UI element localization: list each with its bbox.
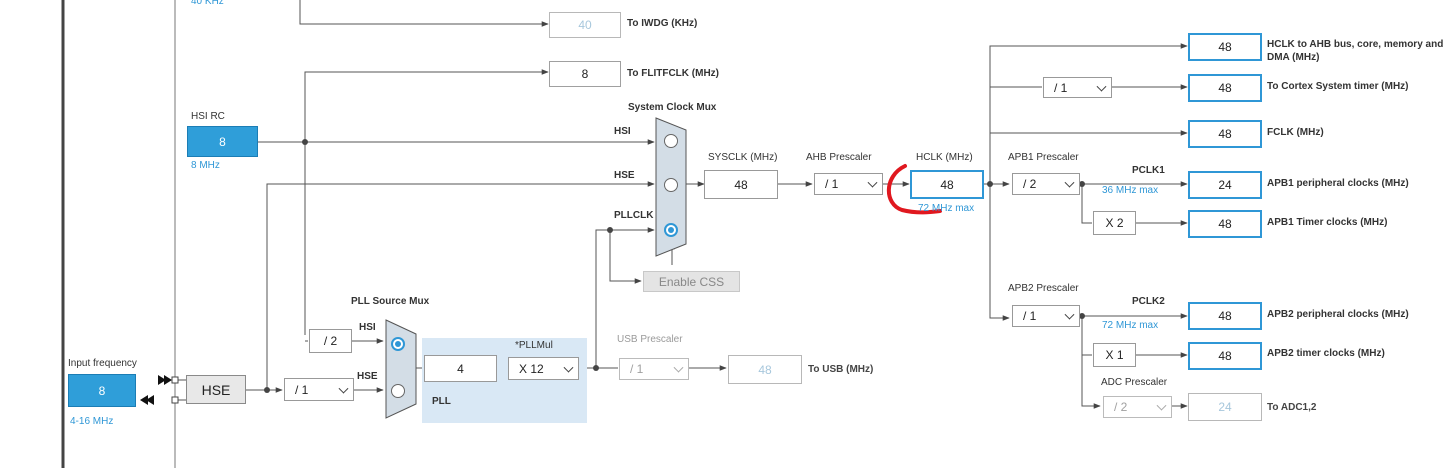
hclk-ahb-label: HCLK to AHB bus, core, memory and DMA (M… (1267, 39, 1444, 63)
enable-css-button[interactable]: Enable CSS (643, 271, 740, 292)
sysclk-value[interactable]: 48 (704, 170, 778, 199)
system-clock-mux-title: System Clock Mux (628, 102, 717, 113)
apb1-prescaler-value: / 2 (1023, 177, 1037, 191)
pll-mul-dropdown[interactable]: X 12 (508, 357, 579, 380)
apb2-timer-label: APB2 timer clocks (MHz) (1267, 348, 1385, 359)
adc-clock-label: To ADC1,2 (1267, 402, 1317, 413)
usb-clock-value[interactable]: 48 (728, 355, 802, 384)
cortex-divider-dropdown[interactable]: / 1 (1043, 77, 1112, 98)
pll-source-hse-radio[interactable] (391, 384, 405, 398)
ahb-prescaler-value: / 1 (825, 177, 839, 191)
pclk1-label: PCLK1 (1132, 165, 1165, 176)
pll-source-hsi-radio[interactable] (391, 337, 405, 351)
chevron-down-icon (1156, 400, 1167, 411)
cortex-divider-value: / 1 (1054, 80, 1068, 95)
ahb-prescaler-dropdown[interactable]: / 1 (814, 173, 883, 195)
apb2-max-label: 72 MHz max (1102, 320, 1159, 331)
usb-clock-label: To USB (MHz) (808, 364, 874, 375)
sysmux-hse-label: HSE (614, 170, 635, 181)
input-frequency-range: 4-16 MHz (70, 416, 114, 427)
apb1-prescaler-dropdown[interactable]: / 2 (1012, 173, 1080, 195)
hsi-rc-title: HSI RC (191, 111, 225, 122)
pll-source-hsi-label: HSI (359, 322, 376, 333)
apb2-prescaler-dropdown[interactable]: / 1 (1012, 305, 1080, 327)
sysmux-pllclk-radio[interactable] (664, 223, 678, 237)
apb1-max-label: 36 MHz max (1102, 185, 1159, 196)
hclk-title: HCLK (MHz) (916, 152, 973, 163)
apb2-prescaler-value: / 1 (1023, 309, 1037, 323)
input-frequency-title: Input frequency (68, 358, 137, 369)
fclk-value[interactable]: 48 (1188, 120, 1262, 148)
red-annotation-mark (886, 164, 942, 215)
ahb-prescaler-title: AHB Prescaler (806, 152, 872, 163)
adc-prescaler-dropdown[interactable]: / 2 (1103, 396, 1172, 418)
hse-divider-value: / 1 (295, 382, 309, 397)
apb2-prescaler-title: APB2 Prescaler (1008, 283, 1079, 294)
sysmux-hse-radio[interactable] (664, 178, 678, 192)
chevron-down-icon (563, 362, 574, 373)
chevron-down-icon (338, 383, 349, 394)
pclk2-label: PCLK2 (1132, 296, 1165, 307)
apb1-timer-label: APB1 Timer clocks (MHz) (1267, 217, 1388, 228)
sysmux-pllclk-label: PLLCLK (614, 210, 654, 221)
cortex-timer-value[interactable]: 48 (1188, 74, 1262, 102)
apb2-periph-label: APB2 peripheral clocks (MHz) (1267, 309, 1409, 320)
hse-block[interactable]: HSE (186, 375, 246, 404)
apb1-prescaler-title: APB1 Prescaler (1008, 152, 1079, 163)
sysmux-hsi-radio[interactable] (664, 134, 678, 148)
fclk-label: FCLK (MHz) (1267, 127, 1324, 138)
hsi-freq-label: 8 MHz (191, 160, 220, 171)
adc-clock-value[interactable]: 24 (1188, 393, 1262, 421)
pll-source-mux-title: PLL Source Mux (351, 296, 430, 307)
hse-divider-dropdown[interactable]: / 1 (284, 378, 354, 401)
hclk-value[interactable]: 48 (910, 170, 984, 199)
chevron-down-icon (867, 177, 878, 188)
hsi-rc-value[interactable]: 8 (187, 126, 258, 157)
apb1-periph-value[interactable]: 24 (1188, 171, 1262, 199)
pll-input-value[interactable]: 4 (424, 355, 497, 382)
hclk-max-label: 72 MHz max (918, 203, 975, 214)
iwdg-value[interactable]: 40 (549, 12, 621, 38)
apb1-periph-label: APB1 peripheral clocks (MHz) (1267, 178, 1409, 189)
apb2-timer-mul: X 1 (1093, 343, 1136, 367)
chevron-down-icon (673, 362, 684, 373)
adc-prescaler-value: / 2 (1114, 400, 1128, 414)
usb-prescaler-dropdown[interactable]: / 1 (619, 358, 689, 380)
hclk-ahb-value[interactable]: 48 (1188, 33, 1262, 61)
cortex-timer-label: To Cortex System timer (MHz) (1267, 81, 1409, 92)
apb2-periph-value[interactable]: 48 (1188, 302, 1262, 330)
pll-label: PLL (432, 396, 451, 407)
flitfclk-label: To FLITFCLK (MHz) (627, 68, 720, 79)
pll-mul-title: *PLLMul (515, 340, 553, 351)
pll-mul-value: X 12 (519, 361, 544, 376)
apb2-timer-value[interactable]: 48 (1188, 342, 1262, 370)
lsi-freq-label: 40 KHz (191, 0, 224, 7)
usb-prescaler-value: / 1 (630, 362, 644, 376)
apb1-timer-value[interactable]: 48 (1188, 210, 1262, 238)
hsi-div2-box: / 2 (309, 329, 352, 353)
apb1-timer-mul: X 2 (1093, 211, 1136, 235)
flitfclk-value[interactable]: 8 (549, 61, 621, 87)
sysmux-hsi-label: HSI (614, 126, 631, 137)
input-frequency-value[interactable]: 8 (68, 374, 136, 407)
usb-prescaler-title: USB Prescaler (617, 334, 683, 345)
adc-prescaler-title: ADC Prescaler (1101, 377, 1168, 388)
sysclk-title: SYSCLK (MHz) (708, 152, 778, 163)
pll-source-hse-label: HSE (357, 371, 378, 382)
chevron-down-icon (1064, 309, 1075, 320)
pll-source-mux-shape (385, 319, 417, 419)
iwdg-label: To IWDG (KHz) (627, 18, 698, 29)
chevron-down-icon (1064, 177, 1075, 188)
chevron-down-icon (1096, 81, 1107, 92)
